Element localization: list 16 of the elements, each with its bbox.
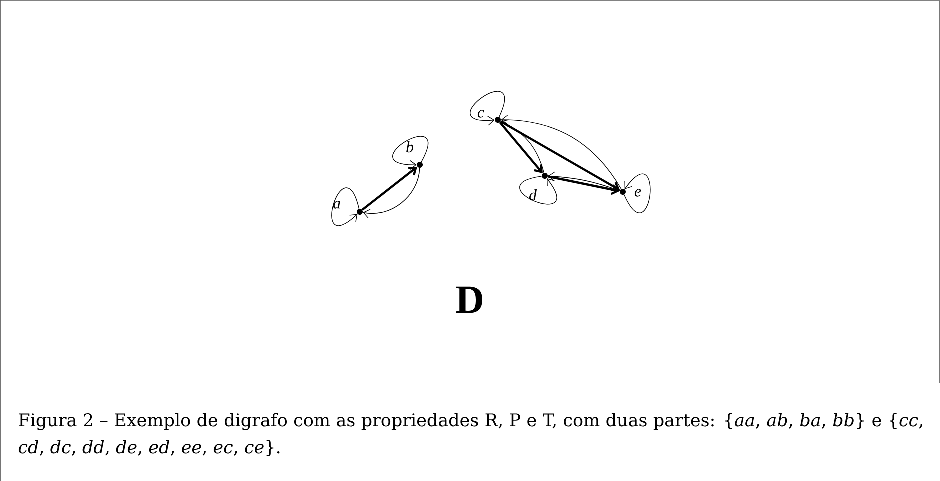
vertex-label: c [478,110,484,118]
arrow [548,176,620,196]
curved-arrow [363,168,420,219]
vertex-label: d [530,189,538,201]
loop-arrow [332,188,360,226]
loop-arrow [520,176,558,205]
loop-arrow [392,136,428,170]
loop-arrow [470,91,505,126]
vertex-label: b [406,141,414,153]
loop-arrow [624,174,651,213]
arrow [362,166,418,211]
vertex-label: a [333,201,340,209]
vertex-label: e [634,189,642,197]
title: D [456,286,482,314]
caption: Figura 2 – Exemplo de digrafo com as propriedades R, P e T, com duas partes: {aa, ab, ba, bb} e {cc, cd, dc, dd, de, ed, ee, ec, ce}. [18,413,922,456]
curved-arrow [548,172,620,192]
